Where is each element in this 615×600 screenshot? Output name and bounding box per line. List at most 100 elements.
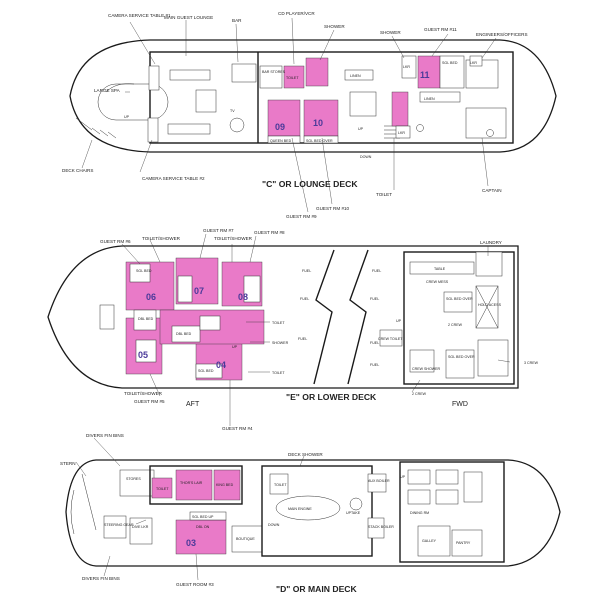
captain-toilet bbox=[486, 129, 494, 137]
linen-c2 bbox=[419, 91, 461, 103]
sgl-bed-over-10-label: SGL BED OVER bbox=[306, 139, 333, 143]
steering-gear bbox=[103, 515, 127, 539]
galley-label: GALLEY bbox=[422, 539, 437, 543]
linen-c bbox=[344, 69, 374, 81]
linen-label-c: LINEN bbox=[350, 74, 361, 78]
main-cabin-block bbox=[149, 465, 243, 505]
bar-label: BAR bbox=[232, 18, 242, 23]
cabin-number-10: 10 bbox=[313, 118, 323, 128]
shower-c2 bbox=[391, 91, 409, 127]
dive-lkr bbox=[129, 517, 153, 545]
lounge-table bbox=[195, 89, 217, 113]
divers-fin-bins-label-2: DIVERS FIN BINS bbox=[82, 576, 120, 581]
uptake bbox=[349, 497, 363, 511]
crew-area bbox=[403, 251, 515, 385]
lkr-label-c2: LKR bbox=[398, 131, 405, 135]
bow-bench bbox=[463, 471, 483, 503]
dining-area bbox=[399, 461, 505, 563]
shower-label: SHOWER bbox=[324, 24, 345, 29]
up-label-e: UP bbox=[232, 345, 238, 349]
thors-lair bbox=[175, 469, 213, 501]
toilet-label-e1: TOILET bbox=[272, 321, 285, 325]
guest-rm-7-label: GUEST RM #7 bbox=[203, 228, 234, 233]
guest-rm-6-label: GUEST RM #6 bbox=[100, 239, 131, 244]
dbl-on-label: DBL ON bbox=[196, 525, 210, 529]
dbl-bed-mid bbox=[171, 325, 201, 343]
galley bbox=[417, 525, 451, 557]
crew-bunk-2 bbox=[445, 349, 475, 379]
fuel-label-1: FUEL bbox=[372, 269, 381, 273]
stores bbox=[119, 469, 155, 497]
lounge-sofa bbox=[169, 69, 211, 81]
lounge-deck: CAMERA SERVICE TABLE #1 MAIN GUEST LOUNG… bbox=[62, 11, 557, 219]
pantry bbox=[451, 529, 483, 557]
stairwell bbox=[349, 91, 377, 117]
dining-table-3 bbox=[407, 489, 431, 505]
fuel-label-5: FUEL bbox=[302, 269, 311, 273]
lower-leaders bbox=[121, 233, 511, 426]
camera-table-1-label: CAMERA SERVICE TABLE #1 bbox=[108, 13, 171, 18]
dining-table-2 bbox=[435, 469, 459, 485]
up-label-c2: UP bbox=[358, 127, 364, 131]
toilet-label-e2: TOILET bbox=[272, 371, 285, 375]
table-label: TABLE bbox=[434, 267, 446, 271]
toilet-d1 bbox=[151, 477, 173, 499]
crew-mess-table bbox=[409, 261, 475, 275]
main-deck: DIVERS FIN BINS STERN DECK SHOWER STORES… bbox=[60, 433, 561, 594]
stack-boiler-label: STACK BOILER bbox=[368, 525, 394, 529]
main-deck-title: "D" OR MAIN DECK bbox=[276, 584, 358, 594]
deck-chairs-label: DECK CHAIRS bbox=[62, 168, 93, 173]
laundry-label: LAUNDRY bbox=[480, 240, 502, 245]
lower-deck: GUEST RM #6 TOILET/SHOWER GUEST RM #7 TO… bbox=[47, 228, 539, 431]
linen-label-c2: LINEN bbox=[424, 97, 435, 101]
deck-chairs bbox=[75, 117, 117, 139]
boutique bbox=[231, 525, 263, 553]
sgl-bed-11 bbox=[439, 55, 465, 89]
fuel-label-3: FUEL bbox=[370, 341, 379, 345]
guest-rm-10-label: GUEST RM #10 bbox=[316, 206, 350, 211]
engine-room bbox=[261, 465, 373, 557]
hold-access-label: HOLD ACESS bbox=[478, 303, 502, 307]
three-crew-label: 3 CREW bbox=[524, 361, 539, 365]
cabin-number-07: 07 bbox=[194, 286, 204, 296]
main-leaders bbox=[75, 437, 305, 581]
sgl-bed-up-label: SGL BED UP bbox=[192, 515, 214, 519]
cabin-number-06: 06 bbox=[146, 292, 156, 302]
captain-cabin bbox=[465, 107, 507, 139]
dining-table-1 bbox=[407, 469, 431, 485]
pantry-label: PANTRY bbox=[456, 541, 471, 545]
lkr-label-c3: LKR bbox=[470, 61, 477, 65]
hold-access-x bbox=[475, 285, 499, 329]
guest-rm-9-label: GUEST RM #9 bbox=[286, 214, 317, 219]
bar-stores-label: BAR STORES bbox=[262, 70, 286, 74]
king-bed-label: KING BED bbox=[216, 483, 234, 487]
stores-label: STORES bbox=[126, 477, 141, 481]
divers-fin-bins-label: DIVERS FIN BINS bbox=[86, 433, 124, 438]
queen-bed-09 bbox=[267, 135, 301, 144]
two-crew-label-1: 2 CREW bbox=[448, 323, 463, 327]
cabin-number-11: 11 bbox=[420, 70, 430, 80]
lower-deck-title: "E" OR LOWER DECK bbox=[286, 392, 377, 402]
lounge-deck-hull bbox=[69, 39, 557, 153]
lkr-c2 bbox=[395, 125, 411, 139]
guest-rm-5-label: GUEST RM #5 bbox=[134, 399, 165, 404]
crew-toilet bbox=[379, 329, 403, 347]
shower-label-e: SHOWER bbox=[272, 341, 289, 345]
main-deck-hull bbox=[65, 459, 561, 567]
toilet-c2 bbox=[416, 124, 424, 132]
tv-label: TV bbox=[230, 109, 235, 113]
up-label-c: UP bbox=[124, 115, 130, 119]
boutique-label: BOUTIQUE bbox=[236, 537, 255, 541]
uptake-label: UPTAKE bbox=[346, 511, 361, 515]
sgl-bed-over-e1: SGL BED OVER bbox=[446, 297, 473, 301]
camera-service-table-1 bbox=[148, 65, 160, 91]
aft-hatch bbox=[99, 304, 115, 330]
dive-lkr-label: DIVE LKR bbox=[132, 525, 149, 529]
lounge-bench bbox=[167, 123, 211, 135]
hull-break-2 bbox=[347, 249, 369, 385]
hull-break-1 bbox=[313, 249, 335, 385]
sgl-bed-08 bbox=[243, 275, 261, 303]
engineers-label: ENGINEERS/OFFICERS bbox=[476, 32, 528, 37]
cabin-number-05: 05 bbox=[138, 350, 148, 360]
